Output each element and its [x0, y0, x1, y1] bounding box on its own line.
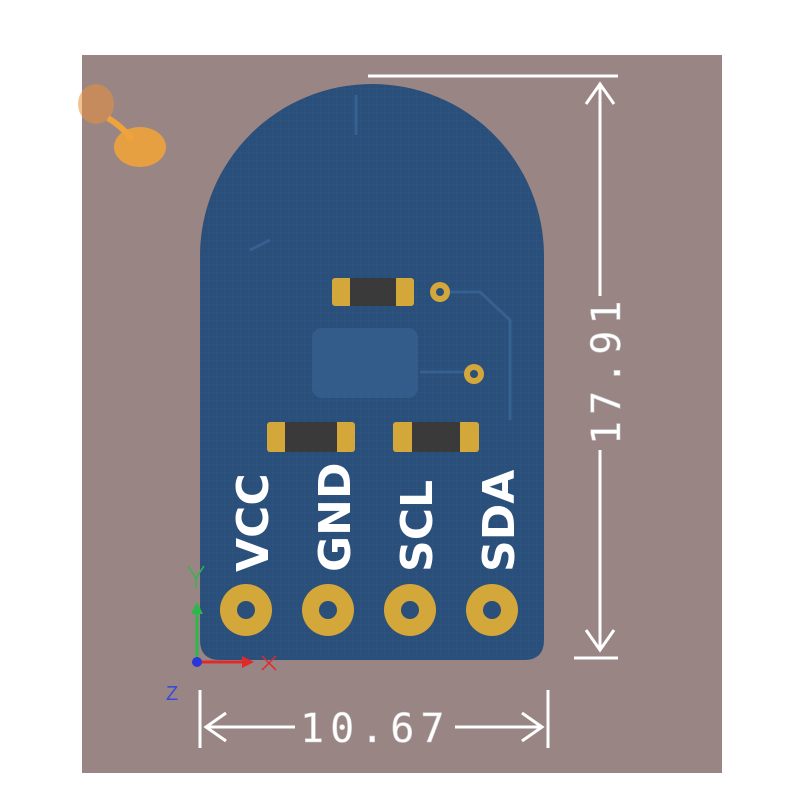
width-dimension-label: 10.67: [300, 706, 450, 752]
via: [464, 364, 484, 384]
pad-vcc: [220, 584, 272, 636]
chip-footprint: [312, 328, 418, 398]
smd-resistor-right: [393, 422, 479, 452]
smd-resistor-left: [267, 422, 355, 452]
smd-resistor-top: [332, 278, 414, 306]
axis-gizmo-icon: [187, 565, 277, 671]
pad-sda: [466, 584, 518, 636]
pad-scl: [384, 584, 436, 636]
via: [430, 282, 450, 302]
pin-label-sda: SDA: [474, 470, 525, 572]
height-dimension: [368, 74, 618, 660]
pin-label-gnd: GND: [310, 463, 361, 572]
pin-label-scl: SCL: [392, 480, 443, 572]
pad-gnd: [302, 584, 354, 636]
height-dimension-label: 17.91: [584, 295, 630, 445]
marker-icon: [78, 84, 166, 167]
width-dimension: [198, 690, 550, 748]
pin-label-vcc: VCC: [228, 473, 279, 572]
axis-z-label: Z: [166, 683, 178, 705]
